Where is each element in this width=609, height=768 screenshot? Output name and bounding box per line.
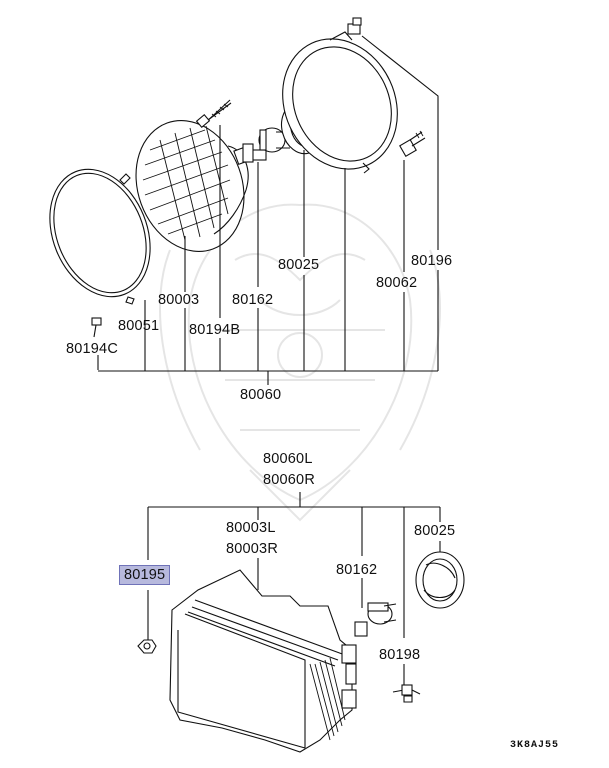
label-80194C: 80194C: [66, 341, 118, 357]
leader-lines-top: [97, 35, 439, 385]
label-80003R: 80003R: [226, 541, 278, 557]
lamp-housing-shell: [282, 17, 398, 174]
headlamp-unit-80003: [169, 569, 357, 753]
label-80060R: 80060R: [263, 472, 315, 488]
screw-80194B: [195, 99, 232, 129]
label-80003: 80003: [158, 292, 200, 308]
label-80060L: 80060L: [263, 451, 313, 467]
screw-80194C: [91, 317, 102, 338]
label-80195-highlighted[interactable]: 80195: [119, 565, 171, 585]
label-80062: 80062: [376, 275, 418, 291]
label-80198: 80198: [379, 647, 421, 663]
label-80025-bottom: 80025: [414, 523, 456, 539]
screw-80198: [392, 684, 421, 703]
retaining-ring: [49, 168, 151, 305]
diagram-code: 3K8AJ55: [510, 740, 560, 751]
label-80051: 80051: [118, 318, 160, 334]
label-80025-top: 80025: [278, 257, 320, 273]
socket-80062: [399, 130, 426, 157]
nut-80195: [137, 639, 157, 654]
label-80162-bottom: 80162: [336, 562, 378, 578]
label-80194B: 80194B: [189, 322, 241, 338]
bulb-80162-bottom: [354, 602, 397, 637]
bulb-80162-top: [242, 127, 290, 163]
dust-cover-80025-bottom: [415, 551, 465, 609]
label-80162-top: 80162: [232, 292, 274, 308]
label-80196: 80196: [411, 253, 453, 269]
label-80003L: 80003L: [226, 520, 276, 536]
label-80060: 80060: [240, 387, 282, 403]
